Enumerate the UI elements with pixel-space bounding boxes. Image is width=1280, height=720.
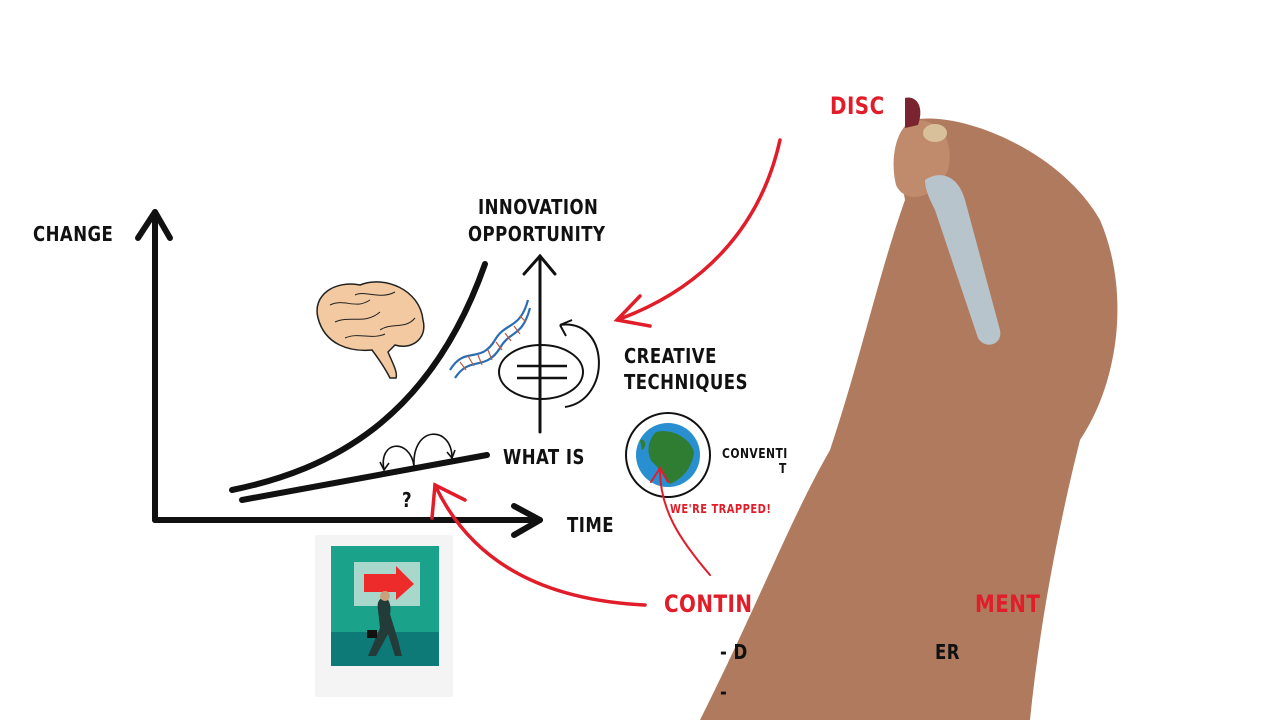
continuous-label-left: CONTIN bbox=[664, 590, 753, 618]
x-axis-label: TIME bbox=[567, 513, 615, 537]
red-annotation-arrows bbox=[430, 138, 782, 607]
question-mark: ? bbox=[402, 488, 413, 512]
innovation-arrow bbox=[522, 253, 557, 434]
creative-label-line1: CREATIVE bbox=[624, 344, 717, 368]
what-is-line bbox=[239, 452, 490, 503]
y-axis-label: CHANGE bbox=[33, 222, 114, 246]
what-is-label: WHAT IS bbox=[503, 445, 585, 469]
bullet-1-right: ER bbox=[935, 640, 960, 664]
trapped-arrow bbox=[659, 469, 711, 576]
exponential-curve bbox=[229, 261, 488, 493]
conventional-label-line2: T bbox=[779, 462, 787, 477]
discovery-label: DISC bbox=[830, 92, 885, 120]
incremental-loops-icon bbox=[379, 433, 456, 472]
hand-with-marker bbox=[700, 97, 1118, 720]
trapped-label: WE'RE TRAPPED! bbox=[670, 502, 772, 516]
continuous-arrow bbox=[433, 483, 647, 607]
continuous-label-right: MENT bbox=[975, 590, 1041, 618]
globe-icon bbox=[625, 412, 711, 498]
chart-axes bbox=[135, 209, 543, 538]
walking-businessman-photo bbox=[315, 535, 453, 697]
innovation-label-line1: INNOVATION bbox=[478, 195, 599, 219]
innovation-label-line2: OPPORTUNITY bbox=[468, 222, 606, 246]
brain-icon bbox=[316, 281, 425, 379]
bullet-2-left: - bbox=[720, 680, 728, 704]
conventional-label-line1: CONVENTI bbox=[722, 447, 788, 462]
dna-helix-icon bbox=[449, 299, 532, 379]
bullet-1-left: - D bbox=[720, 640, 748, 664]
creative-technique-symbol bbox=[498, 319, 600, 408]
creative-label-line2: TECHNIQUES bbox=[624, 370, 748, 394]
discovery-arrow bbox=[615, 138, 782, 322]
